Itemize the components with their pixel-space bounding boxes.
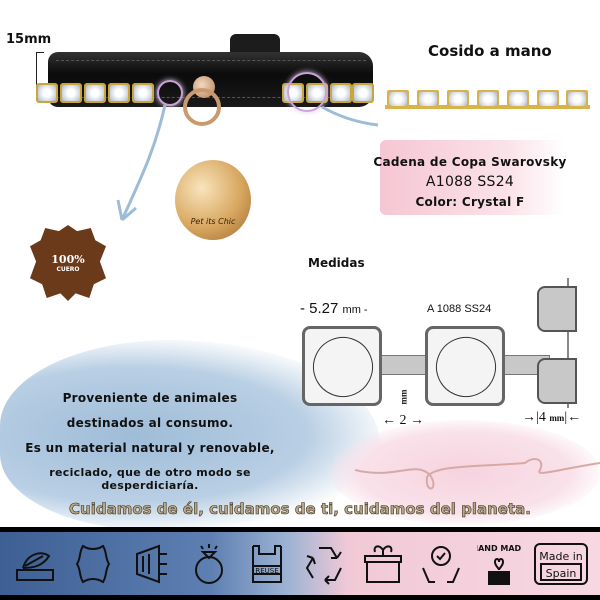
origin-line-4: reciclado, que de otro modo se desperdic… [49, 466, 251, 492]
origin-line-2: destinados al consumo. [66, 416, 234, 430]
handmade-icon: HAND MADE [475, 540, 523, 588]
stone-width-value: - 5.27 [300, 300, 339, 317]
side-stone-diagram [537, 358, 577, 404]
depth-unit: mm [549, 413, 565, 423]
arrow-to-leather-icon [116, 104, 167, 222]
stone-width-unit: mm - [342, 304, 368, 316]
layers-icon [127, 540, 175, 588]
collar-crystal [36, 83, 58, 103]
plant-box-icon [359, 540, 407, 588]
side-stone-diagram [537, 286, 577, 332]
chain-info-line1: Cadena de Copa Swarovsky [373, 155, 567, 169]
decorative-swirl [355, 458, 600, 490]
width-label: 15mm [6, 32, 52, 47]
collar-crystal [352, 83, 374, 103]
collar-crystal [108, 83, 130, 103]
features-icon-bar: REUSE HAND MADE Made in Spain [0, 527, 600, 600]
sewn-title: Cosido a mano [428, 42, 552, 60]
slogan: Cuidamos de él, cuidamos de ti, cuidamos… [69, 500, 532, 519]
model-label: A 1088 SS24 [427, 303, 492, 315]
highlight-circle-crystal [287, 72, 327, 112]
origin-line-1: Proveniente de animales [62, 391, 238, 405]
handmade-label: HAND MADE [477, 544, 521, 553]
collar-crystal [330, 83, 352, 103]
engraved-tag: Pet its Chic [175, 160, 251, 240]
leather-label: CUERO [56, 266, 80, 273]
arrow-to-chain-icon [321, 105, 379, 127]
crystal-chain-image [385, 90, 590, 112]
collar-crystal [60, 83, 82, 103]
made-in-label: Made in [539, 550, 583, 563]
stone-diagram [302, 326, 382, 406]
measures-title: Medidas [308, 256, 365, 270]
made-in-spain-icon: Made in Spain [533, 540, 589, 588]
leather-badge: 100% CUERO [30, 225, 106, 301]
collar-crystal [132, 83, 154, 103]
gap-unit: mm [398, 389, 409, 405]
chain-info-background [380, 140, 565, 215]
highlight-circle-leather [157, 80, 183, 106]
depth-dimension: →|4 mm|← [522, 410, 582, 425]
stone-width-label: - 5.27 mm - [300, 300, 368, 317]
quality-hands-icon [417, 540, 465, 588]
hide-icon [69, 540, 117, 588]
collar-crystal [84, 83, 106, 103]
depth-value: 4 [538, 410, 546, 425]
chain-info-color: Color: Crystal F [415, 195, 525, 209]
side-wire-diagram [567, 278, 569, 408]
leather-percent: 100% [51, 253, 85, 266]
gap-dimension: ← 2 → [382, 413, 424, 428]
spain-label: Spain [546, 567, 577, 580]
reuse-label: REUSE [255, 567, 278, 575]
gap-value: 2 [399, 413, 407, 428]
breathable-leather-icon [11, 540, 59, 588]
chain-info-model: A1088 SS24 [425, 174, 515, 190]
tag-engraving: Pet its Chic [190, 217, 236, 226]
recycle-icon [301, 540, 349, 588]
reuse-bag-icon: REUSE [243, 540, 291, 588]
origin-line-3: Es un material natural y renovable, [25, 441, 275, 455]
diamond-ring-icon [185, 540, 233, 588]
d-ring [183, 88, 221, 126]
stone-diagram [425, 326, 505, 406]
